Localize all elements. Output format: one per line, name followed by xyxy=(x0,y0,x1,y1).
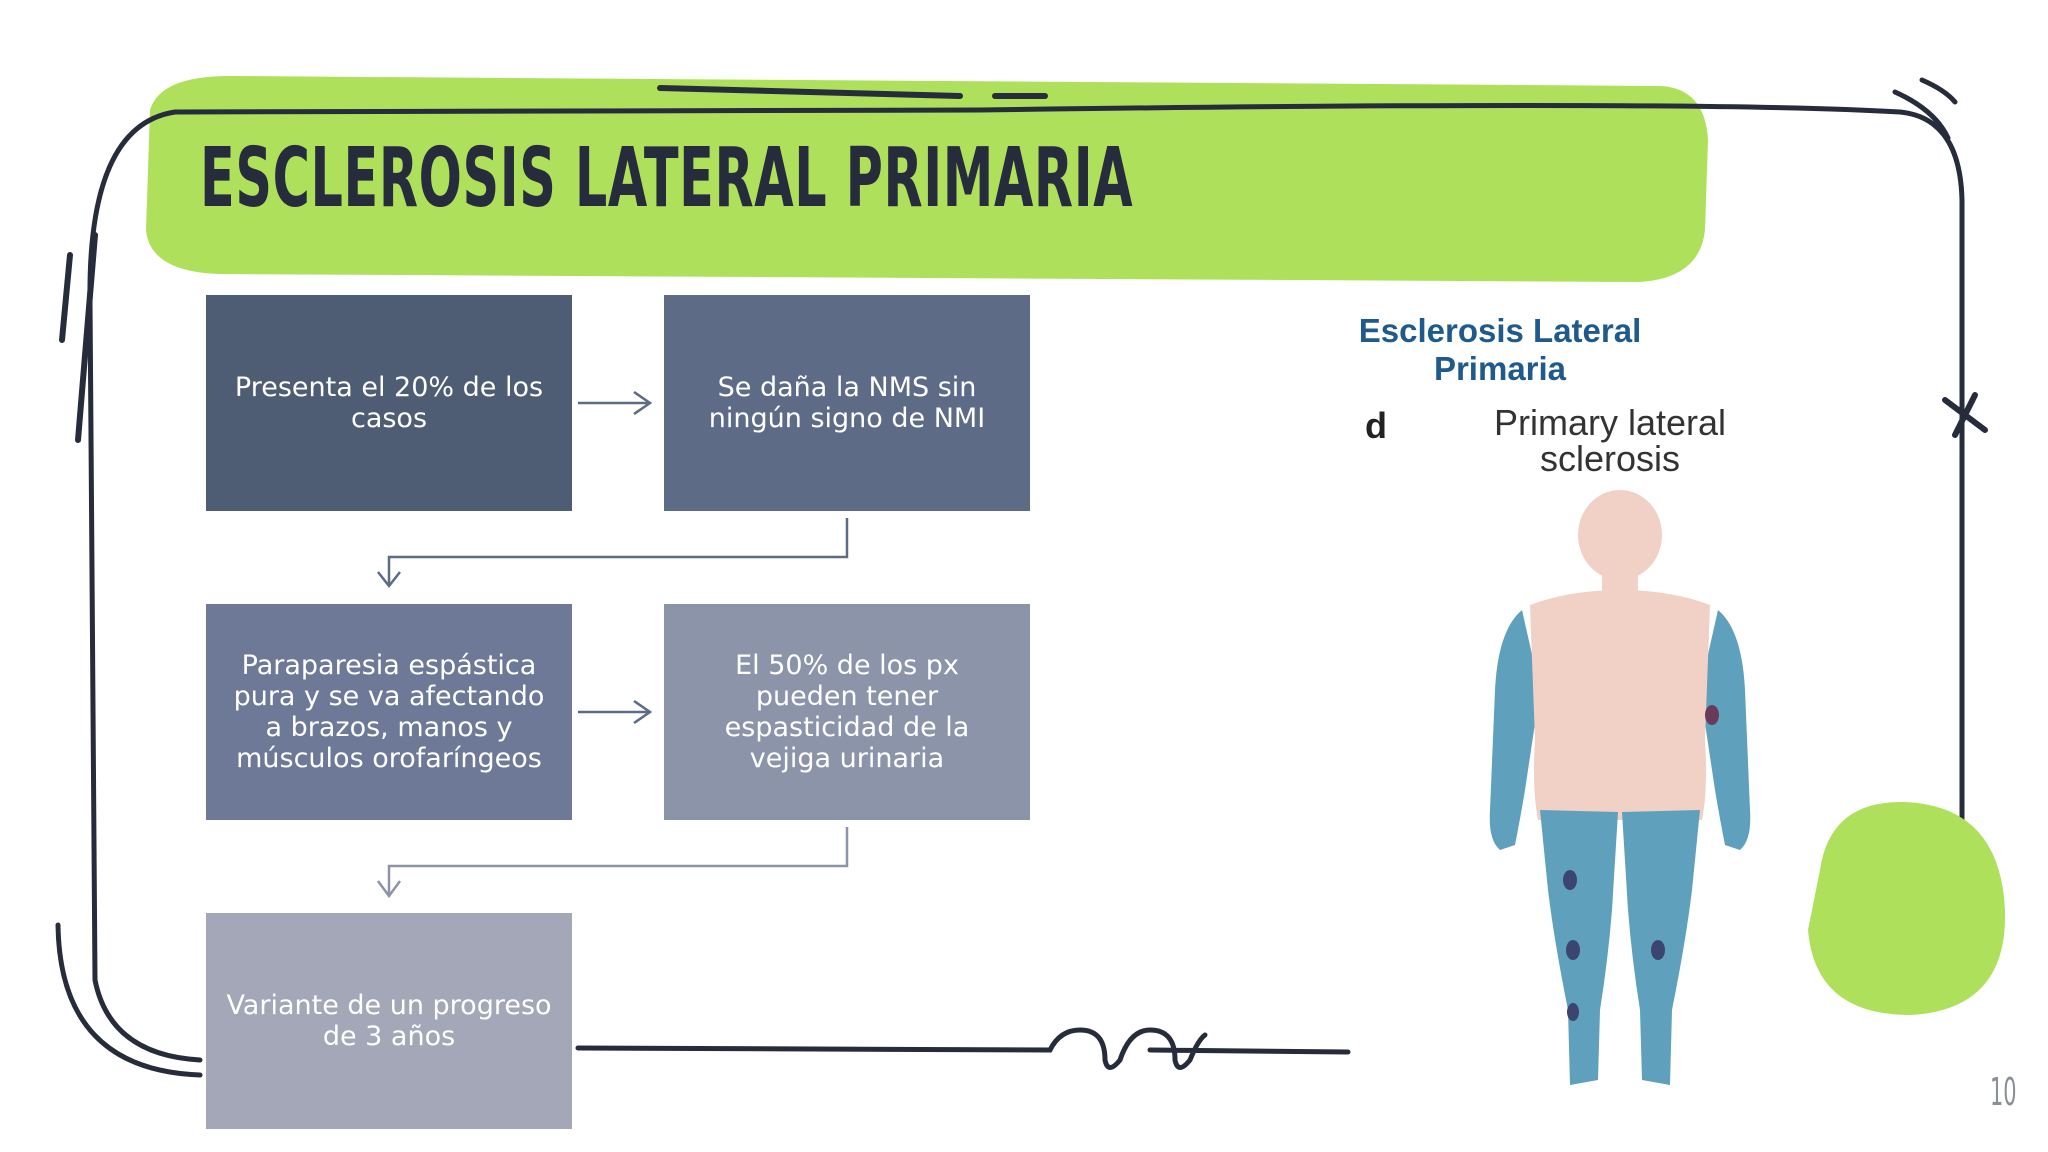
lesion-dot xyxy=(1705,705,1719,725)
flow-step-3: Paraparesia espástica pura y se va afect… xyxy=(206,604,572,820)
title-highlight-band xyxy=(146,76,1708,282)
flow-step-2: Se daña la NMS sin ningún signo de NMI xyxy=(664,295,1030,511)
left-arm xyxy=(1489,610,1540,850)
frame-outline xyxy=(87,102,1965,1063)
arrow-1-to-2 xyxy=(578,390,653,416)
cross-mark xyxy=(1942,392,1988,438)
arrow-2-to-3 xyxy=(377,518,849,589)
figure-caption: Primary lateral sclerosis xyxy=(1493,402,1727,479)
figure-heading: Esclerosis Lateral Primaria xyxy=(1358,312,1642,387)
flow-step-5: Variante de un progreso de 3 años xyxy=(206,913,572,1129)
green-blob xyxy=(1808,801,2006,1015)
bottom-line xyxy=(575,1027,1351,1070)
neck xyxy=(1602,570,1638,598)
flow-step-4: El 50% de los px pueden tener espasticid… xyxy=(664,604,1030,820)
top-dash-long xyxy=(657,85,963,99)
lesion-dot xyxy=(1566,940,1580,960)
lesion-dot xyxy=(1563,870,1577,890)
slide-title: Esclerosis lateral primaria xyxy=(200,131,1134,226)
right-arm xyxy=(1700,610,1751,850)
lesion-dot xyxy=(1567,1003,1579,1021)
left-stroke-1 xyxy=(59,252,73,343)
torso xyxy=(1530,590,1710,820)
head xyxy=(1578,490,1662,580)
body-illustration xyxy=(1489,490,1751,1085)
flow-connectors xyxy=(376,390,849,899)
page-number: 10 xyxy=(1990,1070,2017,1114)
left-stroke-2 xyxy=(75,232,98,443)
top-right-arc-1 xyxy=(1892,89,1951,141)
lesion-dot xyxy=(1651,940,1665,960)
bottom-left-curve xyxy=(55,922,203,1078)
arrow-3-to-4 xyxy=(578,699,653,725)
arrow-4-to-5 xyxy=(376,827,849,899)
top-right-arc-2 xyxy=(1919,77,1958,105)
figure-panel-letter: d xyxy=(1365,405,1387,446)
flow-step-1: Presenta el 20% de los casos xyxy=(206,295,572,511)
